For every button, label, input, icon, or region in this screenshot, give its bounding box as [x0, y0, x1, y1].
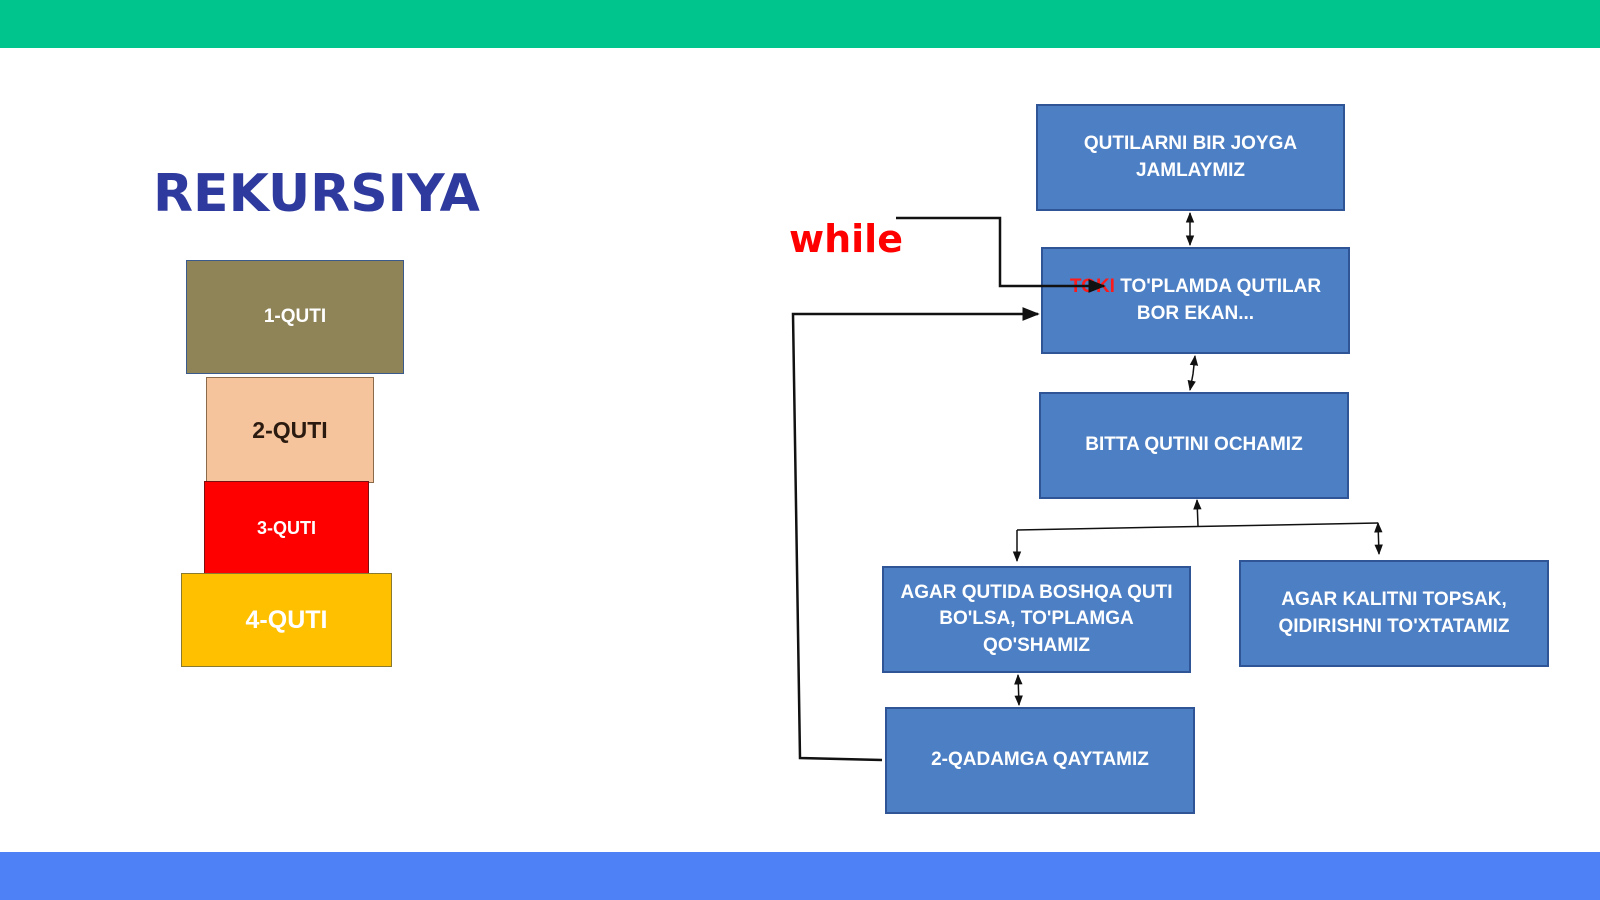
flow-step-6: 2-QADAMGA QAYTAMIZ [885, 707, 1195, 814]
flow-step-1: QUTILARNI BIR JOYGA JAMLAYMIZ [1036, 104, 1345, 211]
connector-branch-line [1016, 522, 1379, 531]
flow-step-2: TOKI TO'PLAMDA QUTILAR BOR EKAN... [1041, 247, 1350, 354]
flow-step-5: AGAR KALITNI TOPSAK, QIDIRISHNI TO'XTATA… [1239, 560, 1549, 667]
connector-loop-back [791, 307, 1040, 762]
flow-step-3: BITTA QUTINI OCHAMIZ [1039, 392, 1349, 499]
box-1: 1-QUTI [186, 260, 404, 374]
bottom-bar [0, 852, 1600, 900]
flow-step-1-label: QUTILARNI BIR JOYGA JAMLAYMIZ [1083, 132, 1298, 181]
while-label: while [789, 217, 903, 261]
box-4-label: 4-QUTI [245, 605, 328, 634]
flow-step-6-label: 2-QADAMGA QAYTAMIZ [931, 749, 1149, 771]
flow-step-2-text: TO'PLAMDA QUTILAR BOR EKAN... [1120, 275, 1322, 324]
box-3-label: 3-QUTI [256, 517, 316, 538]
top-bar [0, 0, 1600, 48]
flow-step-4-label: AGAR QUTIDA BOSHQA QUTI BO'LSA, TO'PLAMG… [900, 581, 1173, 656]
box-4: 4-QUTI [181, 573, 392, 667]
connector-step2-step3 [1187, 354, 1199, 392]
slide-title: REKURSIYA [153, 164, 480, 224]
flow-step-4: AGAR QUTIDA BOSHQA QUTI BO'LSA, TO'PLAMG… [882, 566, 1191, 673]
box-2-label: 2-QUTI [252, 416, 328, 443]
box-3: 3-QUTI [204, 481, 369, 575]
box-2: 2-QUTI [206, 377, 374, 483]
box-1-label: 1-QUTI [263, 306, 327, 327]
flow-step-3-label: BITTA QUTINI OCHAMIZ [1085, 434, 1303, 456]
flow-step-2-label: TOKI TO'PLAMDA QUTILAR BOR EKAN... [1057, 274, 1334, 327]
connector-step4-step6 [1014, 673, 1023, 707]
connector-step3-branch [1193, 498, 1202, 527]
flow-step-5-label: AGAR KALITNI TOPSAK, QIDIRISHNI TO'XTATA… [1278, 588, 1510, 637]
connector-branch-step5 [1374, 521, 1383, 556]
toki-keyword: TOKI [1069, 275, 1115, 297]
